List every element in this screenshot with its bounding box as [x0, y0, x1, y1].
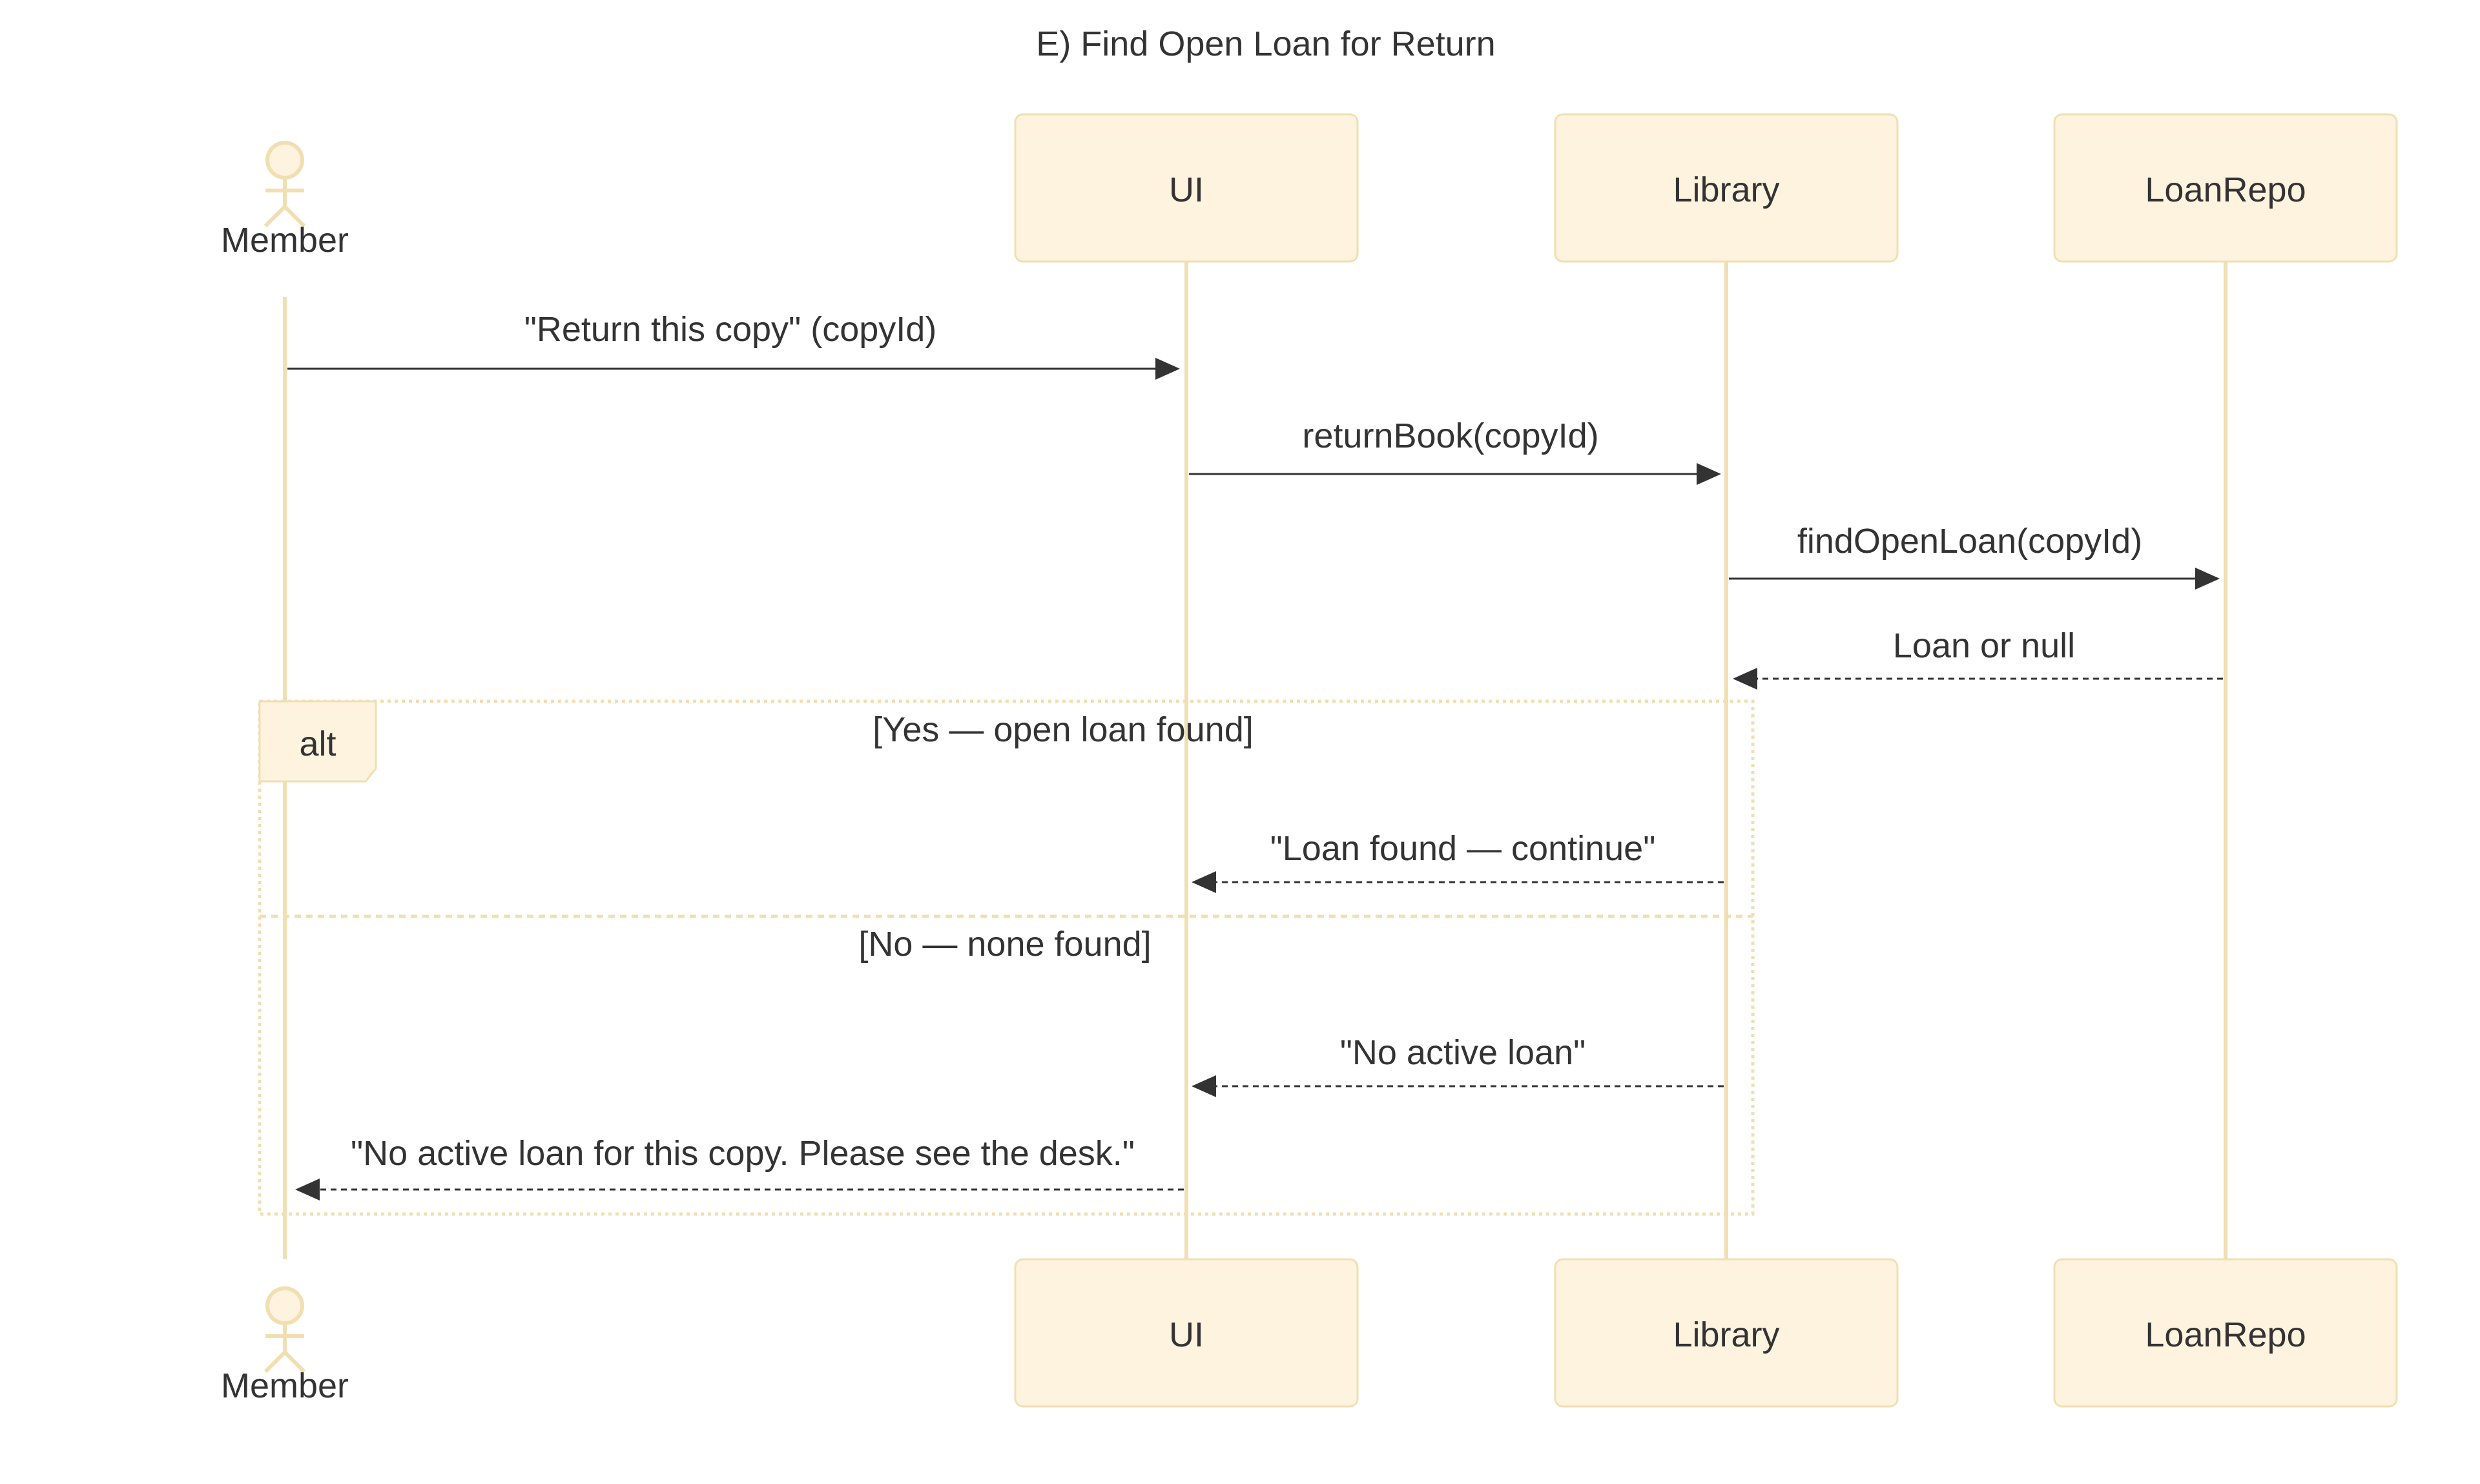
arrowhead	[1733, 668, 1757, 690]
message-loan-or-null: Loan or null	[1733, 626, 2223, 690]
participant-member-label: Member	[221, 1366, 349, 1405]
actor-icon	[265, 1286, 304, 1325]
actor-icon	[265, 141, 304, 180]
arrowhead	[2195, 568, 2220, 590]
actor-body	[264, 1323, 306, 1374]
arrowhead	[1155, 358, 1180, 380]
participant-ui-bottom: UI	[1014, 1258, 1359, 1408]
message-label: "No active loan"	[1340, 1033, 1586, 1072]
message-return-request: "Return this copy" (copyId)	[287, 310, 1180, 380]
participant-loanrepo-top: LoanRepo	[2053, 113, 2398, 263]
message-no-active-loan: "No active loan"	[1192, 1033, 1724, 1097]
participant-library-label: Library	[1673, 1315, 1779, 1354]
message-label: "Loan found — continue"	[1270, 829, 1656, 868]
alt-guard-yes: [Yes — open loan found]	[873, 710, 1253, 749]
participant-box	[2053, 113, 2398, 263]
message-label: returnBook(copyId)	[1302, 417, 1598, 455]
alt-frame	[258, 699, 1755, 1216]
participant-member-top: Member	[221, 141, 349, 260]
message-label: Loan or null	[1893, 626, 2075, 665]
arrowhead	[295, 1179, 320, 1201]
participant-ui-top: UI	[1014, 113, 1359, 263]
message-loan-found: "Loan found — continue"	[1192, 829, 1724, 893]
arrowhead	[1697, 463, 1721, 485]
participant-box	[1554, 1258, 1899, 1408]
participant-member-label: Member	[221, 221, 349, 260]
alt-keyword: alt	[299, 725, 336, 763]
participant-loanrepo-label: LoanRepo	[2145, 1315, 2306, 1354]
arrowhead	[1192, 871, 1216, 893]
participant-loanrepo-bottom: LoanRepo	[2053, 1258, 2398, 1408]
message-findopenloan: findOpenLoan(copyId)	[1729, 522, 2220, 590]
participant-box	[1014, 1258, 1359, 1408]
participant-ui-label: UI	[1169, 170, 1204, 209]
participant-box	[1014, 113, 1359, 263]
alt-guard-no: [No — none found]	[858, 925, 1151, 964]
participant-box	[1554, 113, 1899, 263]
actor-body	[264, 178, 306, 228]
alt-fragment: alt [Yes — open loan found] [No — none f…	[258, 699, 1755, 1216]
message-label: findOpenLoan(copyId)	[1797, 522, 2142, 561]
participant-library-label: Library	[1673, 170, 1779, 209]
message-see-desk: "No active loan for this copy. Please se…	[295, 1134, 1184, 1201]
arrowhead	[1192, 1075, 1216, 1097]
participant-library-top: Library	[1554, 113, 1899, 263]
participant-box	[2053, 1258, 2398, 1408]
diagram-title: E) Find Open Loan for Return	[1036, 25, 1495, 63]
participant-loanrepo-label: LoanRepo	[2145, 170, 2306, 209]
message-label: "No active loan for this copy. Please se…	[351, 1134, 1135, 1173]
participant-member-bottom: Member	[221, 1286, 349, 1405]
message-label: "Return this copy" (copyId)	[524, 310, 937, 349]
message-returnbook: returnBook(copyId)	[1189, 417, 1721, 485]
alt-tab	[258, 700, 377, 783]
participant-library-bottom: Library	[1554, 1258, 1899, 1408]
participant-ui-label: UI	[1169, 1315, 1204, 1354]
